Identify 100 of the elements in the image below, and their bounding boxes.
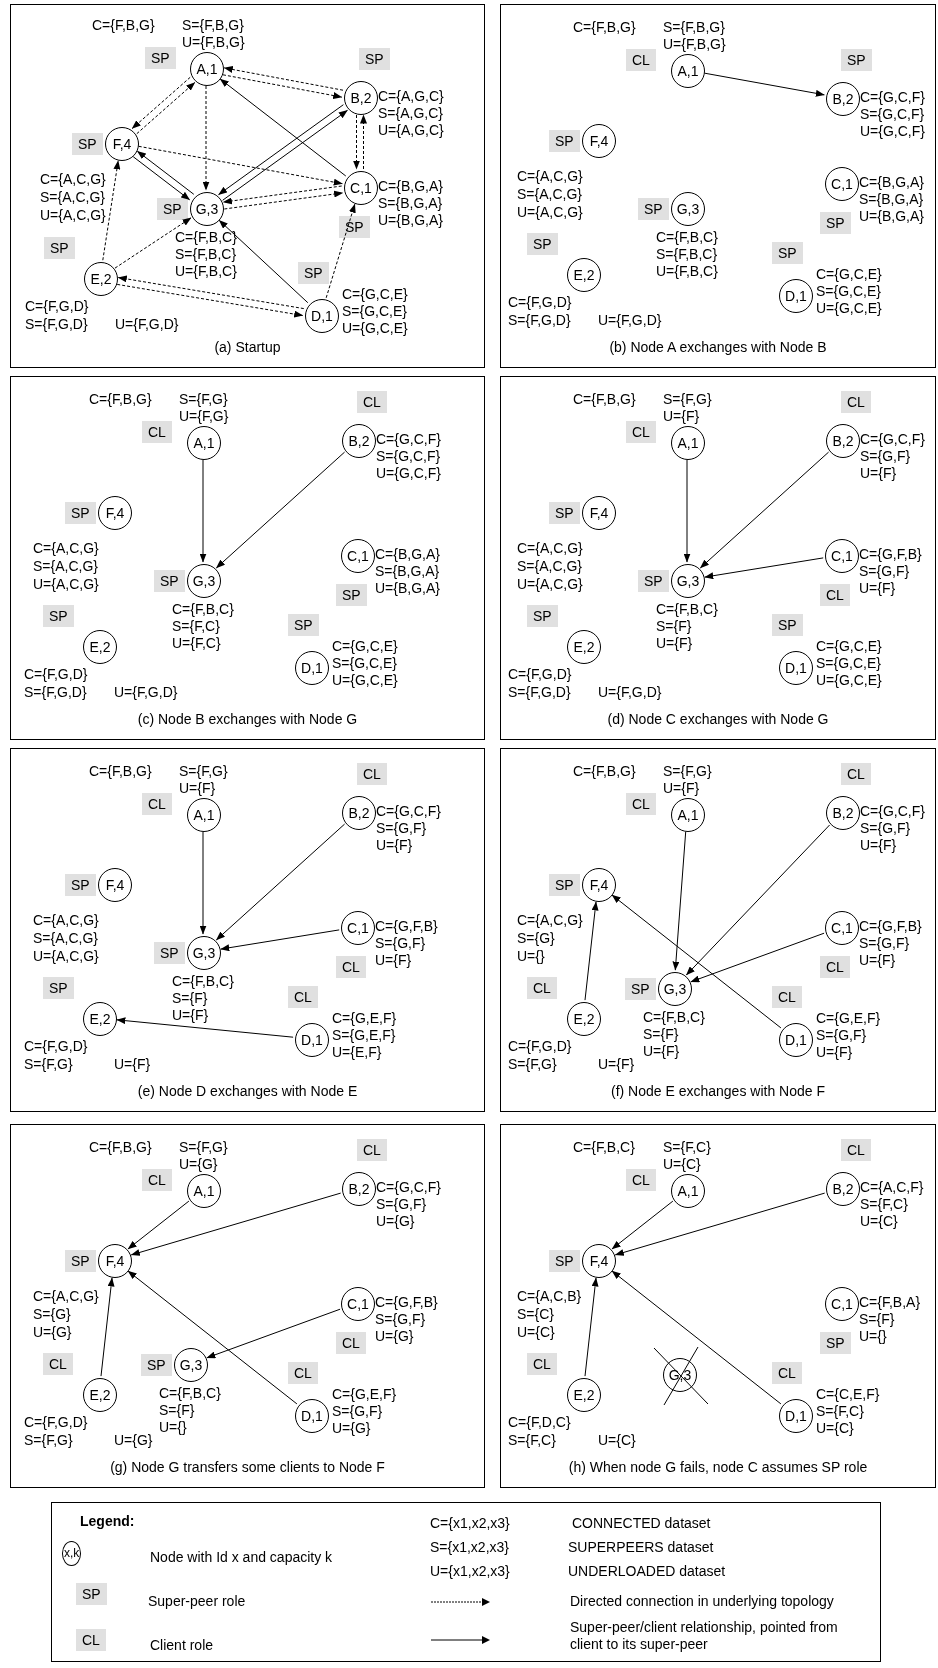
dashed-arrow [360,114,367,170]
set-label: C={F,B,A} [859,1294,921,1311]
role-tag: CL [527,1353,557,1375]
panel-frame [10,748,485,1112]
node-circle: C,1 [825,911,859,945]
node-circle: A,1 [187,798,221,832]
dashed-arrow [222,185,343,205]
node-circle: E,2 [83,1002,117,1036]
set-label: S={F,B,C} [656,246,718,263]
role-tag: SP [44,237,75,259]
set-label: U={G,C,E} [332,672,398,689]
role-tag: CL [142,1169,172,1191]
set-label: S={G,F} [816,1027,867,1044]
set-label: U={F} [860,837,897,854]
dashed-arrow [131,76,191,129]
set-label: S={F,C} [508,1432,556,1449]
node-circle: E,2 [84,262,118,296]
set-label: C={B,G,A} [378,178,443,195]
node-circle: B,2 [826,1172,860,1206]
arrow [704,557,824,580]
set-label: U={B,G,A} [375,580,440,597]
node-circle: B,2 [342,796,376,830]
set-label: S={A,C,G} [517,558,582,575]
set-label: S={B,G,A} [378,195,443,212]
set-label: U={A,C,G} [517,576,583,593]
panel-frame [10,1124,485,1488]
set-label: S={G,F} [859,935,910,952]
node-circle: G,3 [190,192,224,226]
set-label: S={G,F} [376,820,427,837]
arrow [136,150,195,195]
set-label: C={G,C,F} [376,1179,441,1196]
panel-caption: (h) When node G fails, node C assumes SP role [567,1459,869,1475]
node-circle: A,1 [187,426,221,460]
set-label: C={G,E,F} [332,1010,397,1027]
dashed-arrow [223,66,344,91]
set-label: U={F} [816,1044,853,1061]
set-label: S={F,G} [24,1056,73,1073]
set-label: C={F,B,C} [573,1139,635,1156]
set-label: S={G,C,F} [376,448,441,465]
role-tag: CL [142,421,172,443]
set-label: S={F,G} [179,1139,228,1156]
node-circle: E,2 [83,1378,117,1412]
set-label: S={A,G,C} [378,105,443,122]
set-label: S={F,G} [179,391,228,408]
role-tag: SP [638,570,669,592]
node-circle: F,4 [582,496,616,530]
set-label: U={F} [375,952,412,969]
role-tag: SP [549,130,580,152]
node-circle: F,4 [98,1244,132,1278]
role-tag: SP [43,605,74,627]
role-tag: SP [841,49,872,71]
role-tag: CL [626,1169,656,1191]
set-label: C={A,C,G} [33,540,99,557]
node-circle: F,4 [98,868,132,902]
set-label: U={F} [859,952,896,969]
arrow [614,1192,826,1256]
set-label: C={F,B,C} [159,1385,221,1402]
role-tag: CL [76,1629,106,1651]
role-tag: CL [288,986,318,1008]
set-label: U={C} [598,1432,636,1449]
set-label: C={F,G,D} [24,1038,88,1055]
role-tag: CL [772,1362,802,1384]
set-label: U={G} [375,1328,414,1345]
set-label: U={G,C,E} [816,300,882,317]
set-label: C={F,B,C} [656,229,718,246]
set-label: U={G,C,E} [342,320,408,337]
set-label: S={B,G,A} [375,563,440,580]
node-circle: C,1 [341,911,375,945]
set-label: C={G,E,F} [332,1386,397,1403]
set-label: S={F} [859,1311,895,1328]
set-label: U={} [859,1328,887,1345]
role-tag: SP [76,1583,107,1605]
node-circle: G,3 [671,192,705,226]
role-tag: CL [357,763,387,785]
set-label: C={B,G,A} [859,174,924,191]
set-label: C={F,B,G} [89,391,152,408]
set-label: C={G,E,F} [816,1010,881,1027]
set-label: S={F} [656,618,692,635]
node-circle: E,2 [567,630,601,664]
set-label: C={F,B,G} [573,19,636,36]
role-tag: SP [65,874,96,896]
arrow [132,156,191,201]
set-label: S={F,G} [508,1056,557,1073]
set-label: C={A,C,G} [517,168,583,185]
set-notation: S={x1,x2,x3} [430,1539,509,1556]
node-circle: A,1 [671,426,705,460]
panel-caption: (g) Node G transfers some clients to Node F [109,1459,386,1475]
set-label: U={F,B,G} [182,34,245,51]
set-label: S={F,G} [24,1432,73,1449]
set-label: S={G,C,E} [816,283,881,300]
dashed-arrow [325,203,356,299]
panel-frame [500,1124,936,1488]
role-tag: CL [336,956,366,978]
set-label: S={B,G,A} [859,191,924,208]
set-label: U={C} [663,1156,701,1173]
set-label: C={F,B,G} [89,763,152,780]
node-circle: G,3 [187,564,221,598]
node-circle: D,1 [779,651,813,685]
dashed-arrow [138,145,343,186]
set-label: U={C} [860,1213,898,1230]
